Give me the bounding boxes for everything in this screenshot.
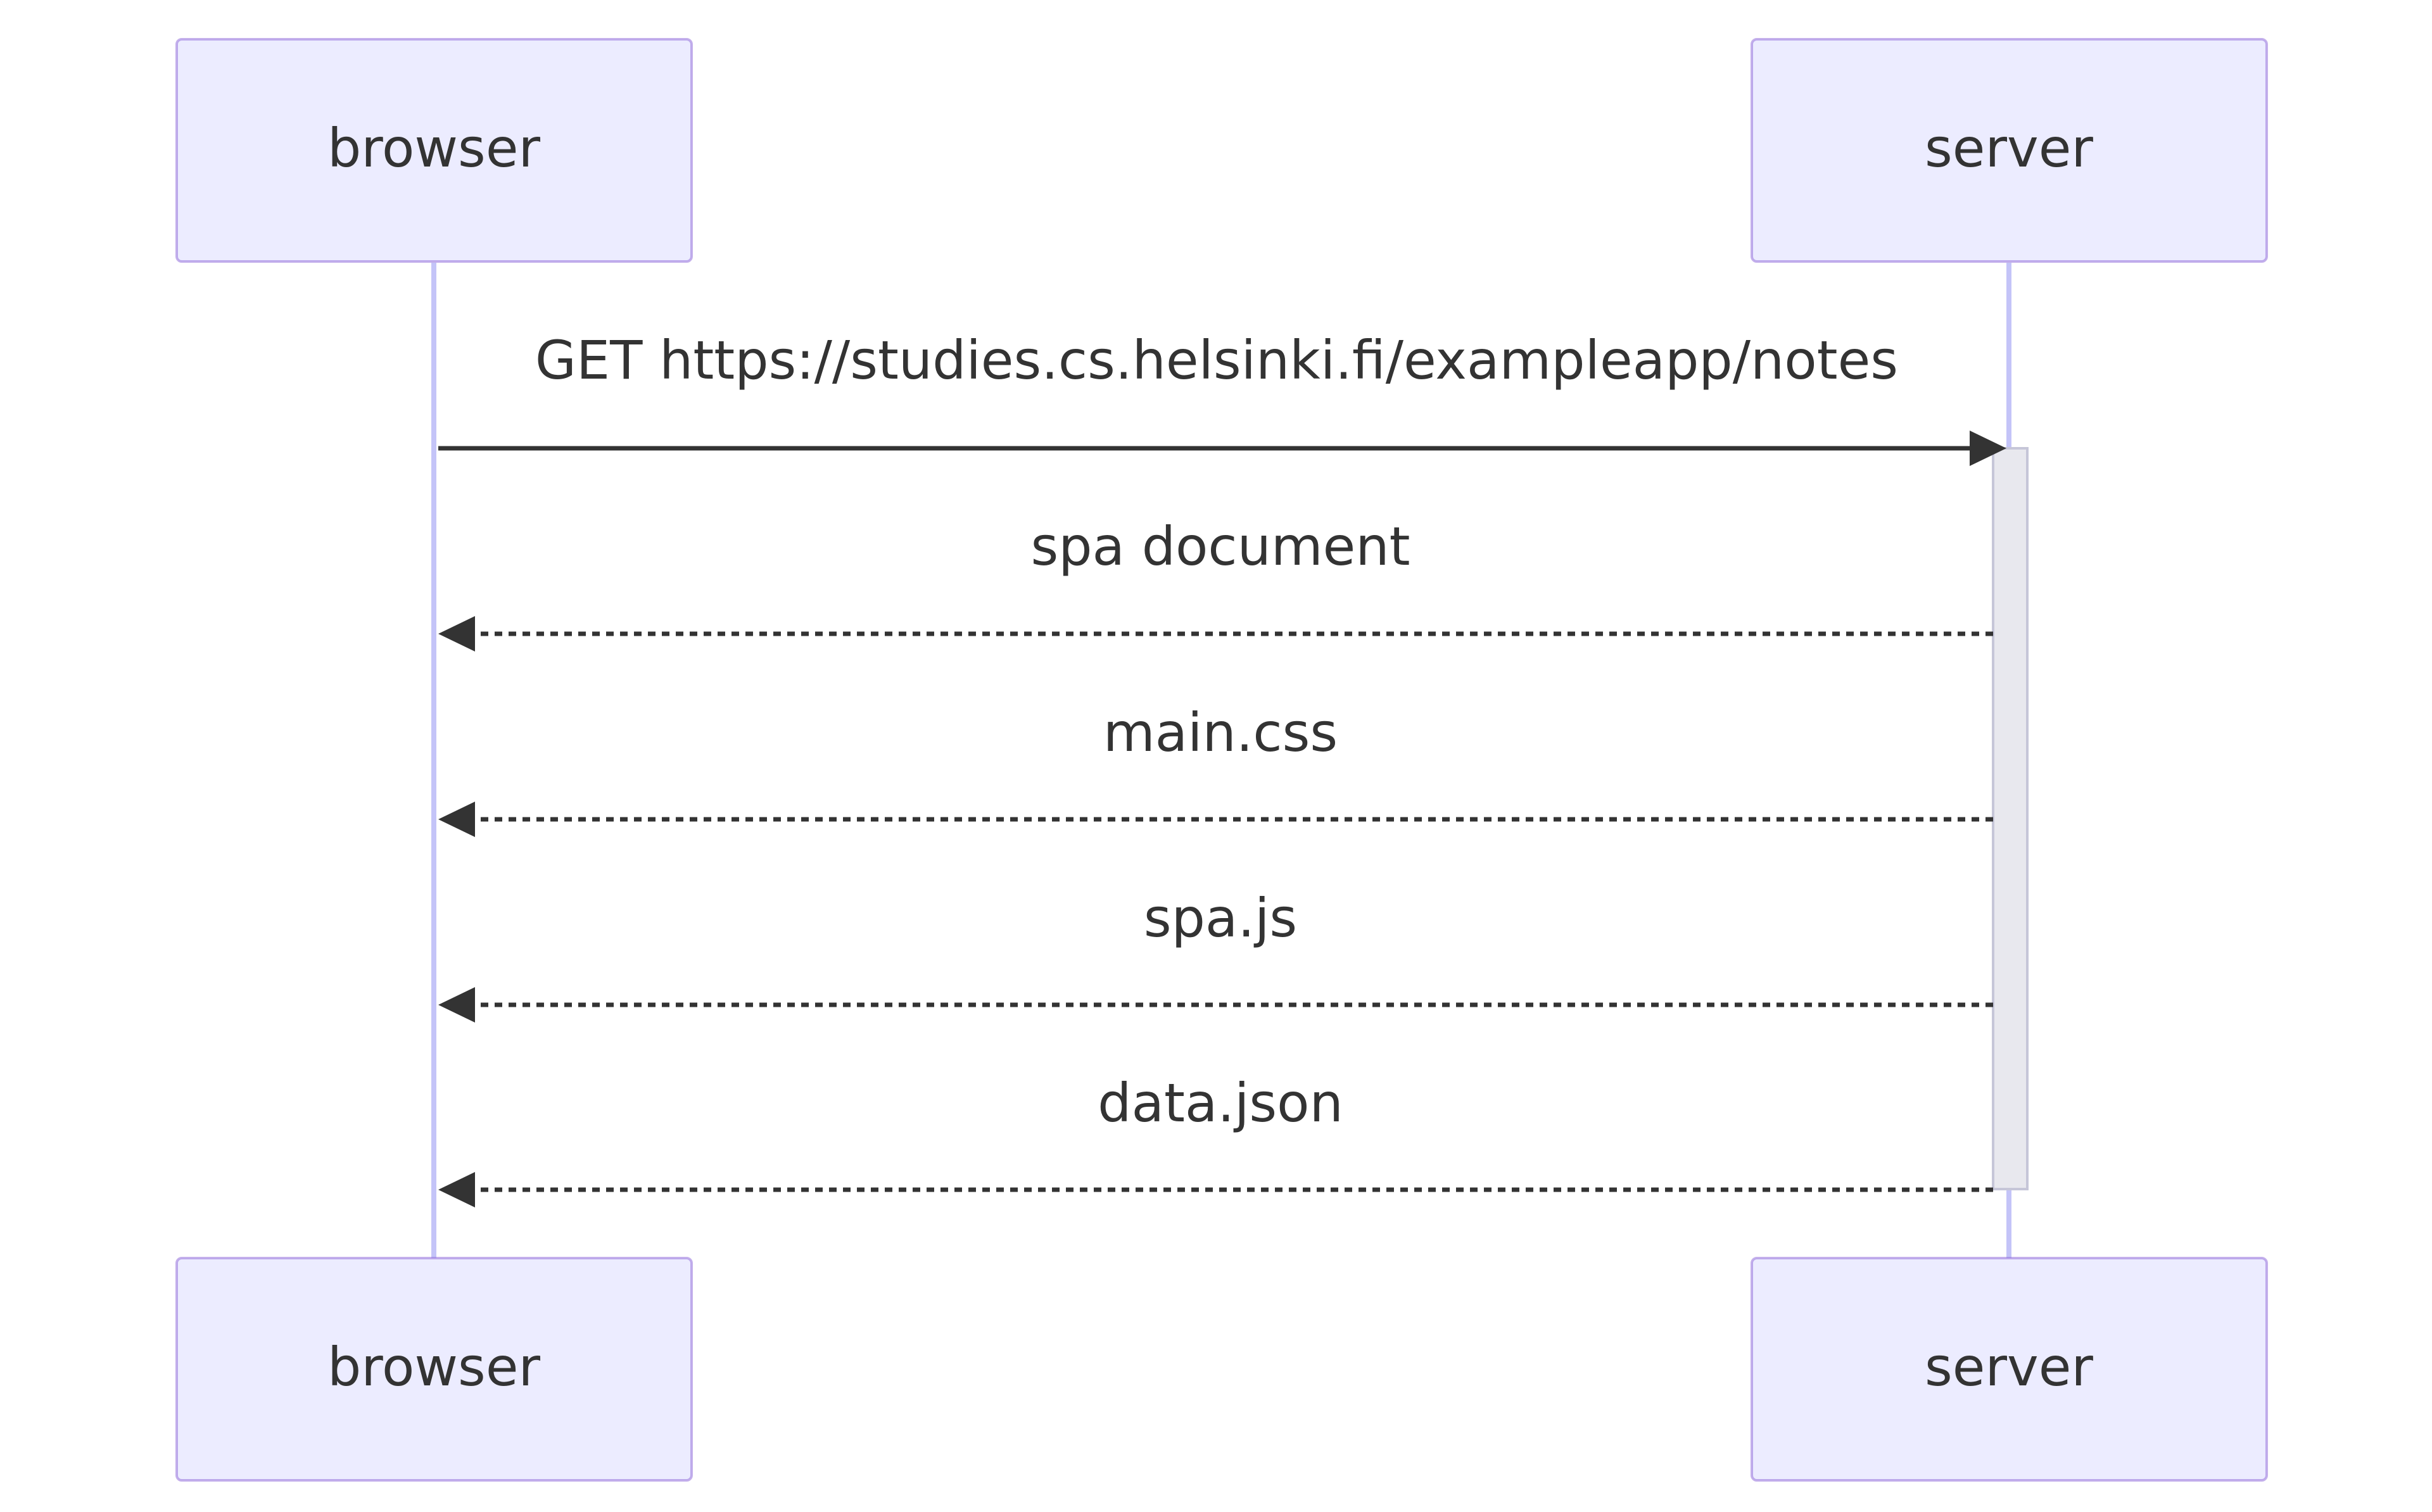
message-spa-document-label: spa document (1030, 515, 1410, 577)
participant-server-bottom-label: server (1925, 1336, 2093, 1398)
participant-browser-top: browser (175, 38, 693, 263)
arrowhead-left (438, 987, 475, 1023)
message-main-css-label: main.css (1103, 702, 1338, 764)
participant-browser-top-label: browser (327, 117, 541, 179)
message-get-notes-label: GET https://studies.cs.helsinki.fi/examp… (535, 329, 1898, 391)
arrowhead-right (1970, 431, 2006, 466)
message-get-notes: GET https://studies.cs.helsinki.fi/examp… (438, 329, 2006, 466)
arrowhead-left (438, 616, 475, 652)
server-activation-bar (1992, 447, 2029, 1190)
message-spa-js-label: spa.js (1144, 887, 1297, 949)
participant-server-bottom: server (1751, 1257, 2268, 1482)
message-spa-js: spa.js (438, 887, 1993, 1023)
message-data-json: data.json (438, 1072, 1993, 1207)
arrowhead-left (438, 802, 475, 837)
participant-server-top: server (1751, 38, 2268, 263)
message-data-json-label: data.json (1098, 1072, 1343, 1134)
arrowhead-left (438, 1172, 475, 1207)
participant-browser-bottom: browser (175, 1257, 693, 1482)
message-spa-document: spa document (438, 515, 1993, 652)
message-main-css: main.css (438, 702, 1993, 837)
participant-browser-bottom-label: browser (327, 1336, 541, 1398)
participant-server-top-label: server (1925, 117, 2093, 179)
